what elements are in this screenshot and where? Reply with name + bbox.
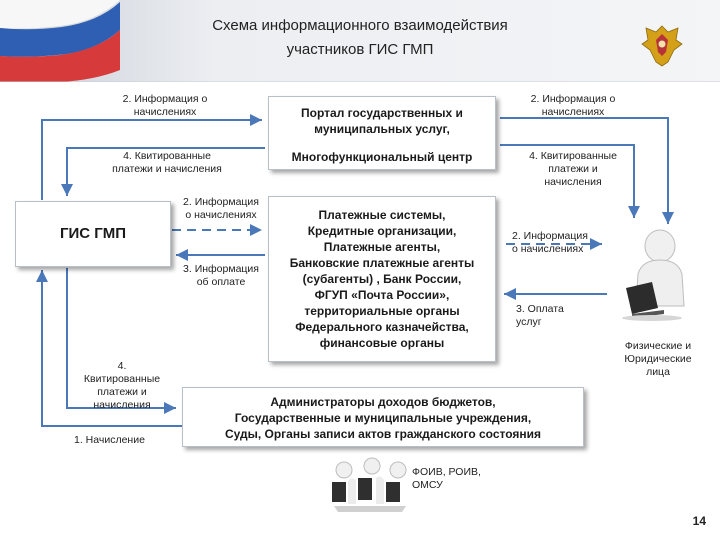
payments-box: Платежные системы, Кредитные организации… bbox=[268, 196, 496, 362]
payments-line-2: Кредитные организации, bbox=[307, 224, 457, 238]
label-text: 3. Оплата bbox=[516, 303, 564, 315]
arrow-gis-admins-kvit bbox=[66, 268, 176, 414]
header-decoration bbox=[0, 0, 720, 82]
label-bottom-accrual: 1. Начисление bbox=[74, 434, 174, 447]
payments-line-7: территориальные органы bbox=[304, 304, 460, 318]
label-text: Физические и bbox=[624, 340, 692, 352]
label-text: начисления bbox=[93, 399, 151, 411]
label-text: Квитированные bbox=[83, 373, 161, 385]
officials-computers-icon bbox=[332, 457, 407, 512]
label-left-info-accr: 2. Информация о начислениях bbox=[100, 93, 230, 119]
admins-box: Администраторы доходов бюджетов, Государ… bbox=[182, 387, 584, 447]
label-text: об оплате bbox=[196, 276, 246, 288]
label-text: ФОИВ, РОИВ, bbox=[412, 466, 481, 478]
label-text: 1. Начисление bbox=[74, 434, 145, 446]
title-line-1: Схема информационного взаимодействия bbox=[212, 17, 508, 34]
admins-line-3: Суды, Органы записи актов гражданского с… bbox=[224, 427, 542, 441]
label-bottom-kvit: 4. Квитированные платежи и начисления bbox=[72, 360, 172, 412]
label-text: 4. Квитированные bbox=[529, 150, 617, 162]
label-left-kvit: 4. Квитированные платежи и начисления bbox=[92, 150, 242, 176]
payments-line-3: Платежные агенты, bbox=[323, 240, 441, 254]
label-text: платежи и bbox=[548, 163, 598, 175]
label-text: 4. bbox=[117, 360, 127, 372]
portal-line-1: Портал государственных и bbox=[301, 106, 463, 120]
payments-line-5: (субагенты) , Банк России, bbox=[302, 272, 462, 286]
payments-line-8: Федерального казначейства, bbox=[295, 320, 469, 334]
label-text: 2. Информация о bbox=[530, 93, 616, 105]
label-text: Юридические bbox=[624, 353, 692, 365]
label-text: платежи и начисления bbox=[112, 163, 222, 175]
page-title: Схема информационного взаимодействия уча… bbox=[150, 14, 570, 62]
label-text: 2. Информация bbox=[512, 230, 588, 242]
label-right-info-accr-top: 2. Информация о начислениях bbox=[510, 93, 636, 119]
page-number: 14 bbox=[692, 514, 706, 528]
arrow-portal-person-kvit bbox=[500, 144, 640, 218]
arrow-gis-portal-info bbox=[41, 114, 262, 200]
label-text: о начислениях bbox=[512, 243, 584, 255]
label-text: 3. Информация bbox=[183, 263, 259, 275]
label-mid-info-accr: 2. Информация о начислениях bbox=[174, 196, 268, 222]
arrow-portal-gis-kvit bbox=[61, 147, 265, 196]
title-line-2: участников ГИС ГМП bbox=[286, 41, 434, 58]
portal-line-2: муниципальных услуг, bbox=[314, 122, 450, 136]
label-right-pay: 3. Оплата услуг bbox=[516, 303, 596, 329]
arrow-admins-gis-accrual bbox=[36, 270, 182, 427]
flag-decoration bbox=[0, 0, 120, 82]
label-text: начислениях bbox=[541, 106, 605, 118]
arrow-portal-person-info bbox=[500, 117, 674, 224]
payments-line-1: Платежные системы, bbox=[318, 208, 446, 222]
person-laptop-icon bbox=[622, 229, 685, 321]
label-text: платежи и bbox=[97, 386, 147, 398]
label-mid-info-pay: 3. Информация об оплате bbox=[174, 263, 268, 289]
label-foiv: ФОИВ, РОИВ, ОМСУ bbox=[412, 466, 522, 492]
gis-gmp-label: ГИС ГМП bbox=[59, 225, 127, 242]
label-text: 2. Информация о bbox=[122, 93, 208, 105]
label-right-info-accr-mid: 2. Информация о начислениях bbox=[512, 230, 612, 256]
label-text: начисления bbox=[544, 176, 602, 188]
label-text: о начислениях bbox=[185, 209, 257, 221]
payments-line-4: Банковские платежные агенты bbox=[289, 256, 475, 270]
label-persons: Физические и Юридические лица bbox=[612, 340, 704, 379]
label-text: 4. Квитированные bbox=[123, 150, 211, 162]
label-text: лица bbox=[646, 366, 670, 378]
label-right-kvit: 4. Квитированные платежи и начисления bbox=[506, 150, 640, 189]
mfc-label: Многофункциональный центр bbox=[291, 150, 473, 164]
label-text: начислениях bbox=[133, 106, 197, 118]
admins-line-2: Государственные и муниципальные учрежден… bbox=[234, 411, 532, 425]
label-text: услуг bbox=[516, 316, 542, 328]
emblem-icon bbox=[641, 25, 683, 67]
label-text: ОМСУ bbox=[412, 479, 443, 491]
portal-box: Портал государственных и муниципальных у… bbox=[268, 96, 496, 170]
label-text: 2. Информация bbox=[183, 196, 259, 208]
payments-line-9: финансовые органы bbox=[319, 336, 445, 350]
payments-line-6: ФГУП «Почта России», bbox=[314, 288, 450, 302]
admins-line-1: Администраторы доходов бюджетов, bbox=[270, 395, 496, 409]
gis-gmp-box: ГИС ГМП bbox=[15, 201, 171, 267]
